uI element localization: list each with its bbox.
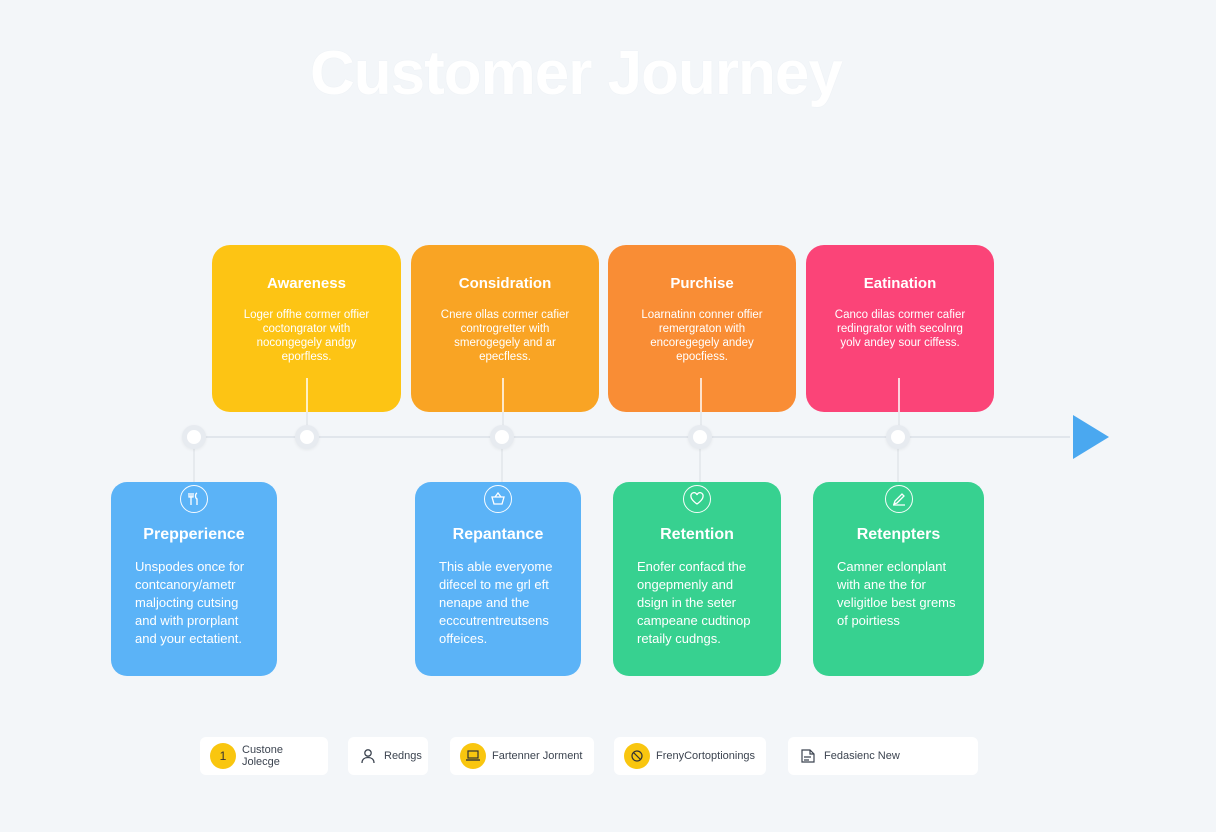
connector <box>306 410 308 430</box>
stage-card-purchase[interactable]: Purchise Loarnatinn conner offier remerg… <box>608 245 796 412</box>
stage-description: Camner eclonplant with ane the for velig… <box>837 559 956 628</box>
document-icon <box>798 746 818 766</box>
basket-icon <box>484 485 512 513</box>
timeline-arrow-icon <box>1073 415 1109 459</box>
connector <box>898 410 900 430</box>
stage-description: Loarnatinn conner offier remergraton wit… <box>641 309 763 363</box>
legend-item-customer[interactable]: 1 Custone Jolecge <box>200 737 328 775</box>
connector <box>700 378 702 412</box>
stage-card-repantance[interactable]: Repantance This able everyome difecel to… <box>415 482 581 676</box>
connector <box>193 444 195 484</box>
connector <box>898 378 900 412</box>
legend-item-freny[interactable]: FrenyCortoptionings <box>614 737 766 775</box>
legend-item-redngs[interactable]: Redngs <box>348 737 428 775</box>
stage-card-retention[interactable]: Retention Enofer confacd the ongepmenly … <box>613 482 781 676</box>
legend-item-fartenner[interactable]: Fartenner Jorment <box>450 737 594 775</box>
connector <box>306 378 308 412</box>
stage-title: Retenpters <box>856 526 941 543</box>
stage-title: Prepperience <box>143 526 245 543</box>
laptop-icon <box>460 743 486 769</box>
legend-label: Fedasienc New <box>824 750 900 762</box>
timeline-node[interactable] <box>295 425 319 449</box>
connector <box>699 444 701 484</box>
heart-icon <box>683 485 711 513</box>
timeline-node[interactable] <box>490 425 514 449</box>
stage-title: Awareness <box>267 275 346 292</box>
legend-label: Redngs <box>384 750 422 762</box>
edit-icon <box>884 485 913 513</box>
blocked-icon <box>624 743 650 769</box>
stage-title: Eatination <box>863 275 937 292</box>
utensils-icon <box>180 485 208 513</box>
stage-description: Loger offhe cormer offier coctongrator w… <box>243 309 370 363</box>
stage-title: Repantance <box>452 526 544 543</box>
connector <box>502 378 504 412</box>
stage-description: Unspodes once for contcanory/ametr maljo… <box>135 559 245 646</box>
connector <box>501 444 503 484</box>
legend-label: FrenyCortoptionings <box>656 750 756 762</box>
stage-title: Considration <box>458 275 552 292</box>
person-icon <box>358 746 378 766</box>
page-title: Customer Journey <box>310 39 843 108</box>
stage-card-prepperience[interactable]: Prepperience Unspodes once for contcanor… <box>111 482 277 676</box>
connector <box>502 410 504 430</box>
legend-item-fedasienc[interactable]: Fedasienc New <box>788 737 978 775</box>
connector <box>700 410 702 430</box>
stage-card-estimation[interactable]: Eatination Canco dilas cormer cafier red… <box>806 245 994 412</box>
stage-description: This able everyome difecel to me grl eft… <box>439 559 553 646</box>
stage-card-retenpters[interactable]: Retenpters Camner eclonplant with ane th… <box>813 482 984 676</box>
stage-title: Retention <box>660 526 734 543</box>
stage-description: Canco dilas cormer cafier redingrator wi… <box>834 309 966 349</box>
stage-description: Cnere ollas cormer cafier controgretter … <box>440 309 570 363</box>
stage-description: Enofer confacd the ongepmenly and dsign … <box>637 559 751 646</box>
timeline-node[interactable] <box>886 425 910 449</box>
connector <box>897 444 899 484</box>
stage-card-consideration[interactable]: Considration Cnere ollas cormer cafier c… <box>411 245 599 412</box>
number-badge-icon: 1 <box>210 743 236 769</box>
timeline-line <box>190 436 1070 438</box>
legend-label: Custone Jolecge <box>242 744 283 768</box>
timeline-node[interactable] <box>182 425 206 449</box>
timeline-node[interactable] <box>688 425 712 449</box>
legend-label: Fartenner Jorment <box>492 750 583 762</box>
stage-title: Purchise <box>670 275 734 292</box>
